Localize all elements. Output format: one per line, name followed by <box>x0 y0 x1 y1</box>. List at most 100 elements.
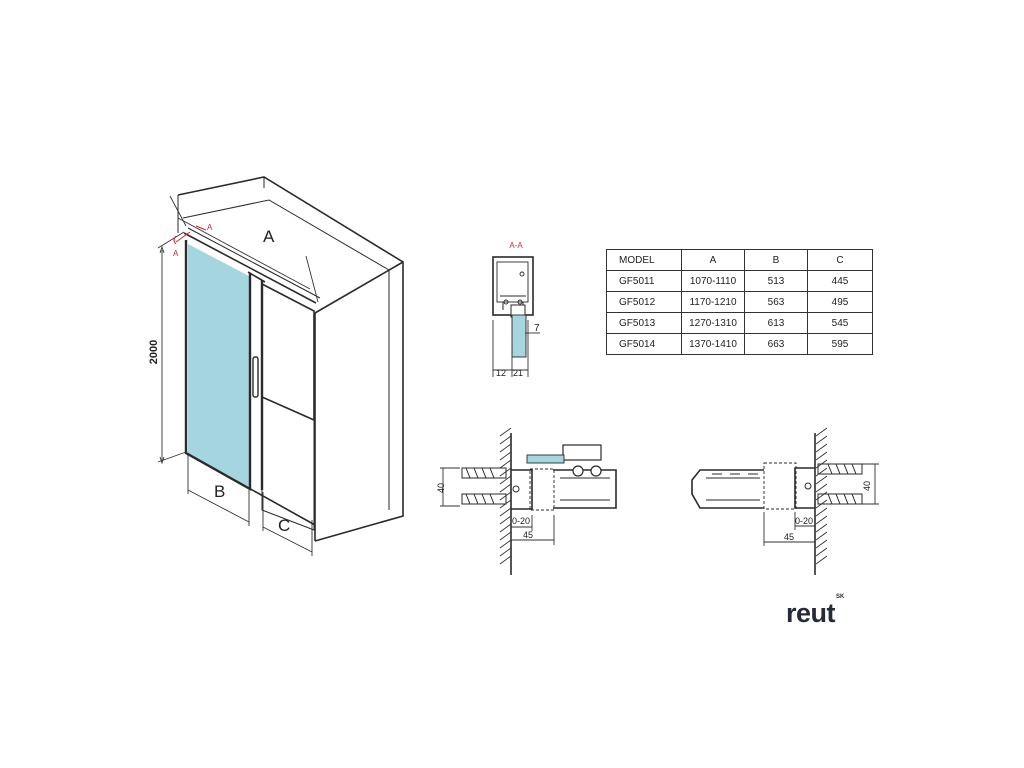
cell-a: 1070-1110 <box>681 270 745 292</box>
wall-hatch-line <box>499 547 512 557</box>
panel-frame-inner-right <box>706 477 760 501</box>
section-aa-view: A-A 7 12 21 <box>492 241 540 378</box>
wall-hatch-line <box>499 427 512 437</box>
anchor-ribs-left <box>465 467 495 505</box>
wall-hatch-line <box>815 443 828 453</box>
cell-c: 545 <box>807 312 873 334</box>
cell-a: 1170-1210 <box>681 291 745 313</box>
cell-a: 1270-1310 <box>681 312 745 334</box>
section-glass <box>511 314 527 358</box>
wall-detail-right: 40 0-20 45 <box>691 427 879 575</box>
header-a: A <box>681 249 745 271</box>
wall-hatch-line <box>815 475 828 485</box>
floor-line <box>185 452 316 526</box>
sliding-door-glass <box>188 244 249 487</box>
dim-c-label: C <box>278 516 290 535</box>
wall-hatch-line <box>499 475 512 485</box>
cell-a: 1370-1410 <box>681 333 745 355</box>
wall-hatch-line <box>499 539 512 549</box>
dim-b-label: B <box>214 482 225 501</box>
height-dimension-arrows <box>159 245 165 465</box>
wall-profile-left <box>511 469 533 510</box>
top-rail-upper <box>187 227 321 299</box>
wall-hatch-line <box>815 523 828 533</box>
adjust-zone-right <box>763 462 797 510</box>
wall-hatch-line <box>499 555 512 565</box>
panel-frame-left <box>553 469 617 509</box>
door-handle-icon <box>252 356 259 398</box>
wall-hatch-line <box>815 451 828 461</box>
profile-inner <box>496 261 529 303</box>
header-c: C <box>807 249 873 271</box>
wall-hatch-line <box>815 555 828 565</box>
logo-text: reut <box>786 598 836 628</box>
section-marker-line <box>175 225 207 243</box>
cell-c: 495 <box>807 291 873 313</box>
anchor-ribs-right <box>827 463 857 505</box>
depth-dim-right <box>763 512 815 546</box>
height-label-left: 40 <box>436 483 446 493</box>
panel-frame-right <box>691 469 764 509</box>
brand-logo: reutSK <box>786 594 844 629</box>
wall-hatch-line <box>815 547 828 557</box>
dim-c-lines <box>262 492 313 556</box>
fixed-panel-outline <box>261 282 315 422</box>
wall-anchors-left <box>461 467 507 505</box>
wall-hatch-line <box>499 507 512 517</box>
logo-suffix: SK <box>836 594 845 600</box>
wall-hatch-line <box>815 539 828 549</box>
wall-hatch-line <box>499 459 512 469</box>
adjust-label-right: 0-20 <box>795 516 813 526</box>
section-title: A-A <box>509 241 523 250</box>
left-dim-label: 12 <box>496 368 506 378</box>
top-rail <box>183 232 317 304</box>
section-marker-label: A <box>207 223 213 232</box>
cell-model: GF5012 <box>606 291 682 313</box>
inner-wall-edge <box>182 199 390 510</box>
table-row: GF5014 1370-1410 663 595 <box>606 333 873 355</box>
wall-profile-right <box>794 467 815 509</box>
wall-hatch-line <box>815 467 828 477</box>
cell-model: GF5011 <box>606 270 682 292</box>
cell-c: 445 <box>807 270 873 292</box>
wall-hatch-line <box>499 531 512 541</box>
height-dim-right <box>862 463 879 505</box>
door-overlap <box>247 271 266 283</box>
wall-hatch-line <box>499 483 512 493</box>
depth-label-right: 45 <box>784 532 794 542</box>
table-row: GF5012 1170-1210 563 495 <box>606 291 873 313</box>
wall-hatch-line <box>499 515 512 525</box>
cell-model: GF5014 <box>606 333 682 355</box>
panel-frame-inner-left <box>560 477 610 501</box>
adjust-label-left: 0-20 <box>512 516 530 526</box>
cell-b: 563 <box>744 291 808 313</box>
adjust-zone-left <box>529 468 555 511</box>
shower-iso-view: A B C 2000 A A <box>148 176 404 556</box>
wall-hatch-line <box>499 435 512 445</box>
section-dim-lines <box>492 320 529 377</box>
right-dim-label: 21 <box>513 368 523 378</box>
wall-hatch-line <box>499 523 512 533</box>
spec-table: MODEL A B C GF5011 1070-1110 513 445 GF5… <box>606 249 873 355</box>
roller-left-icon <box>503 299 509 305</box>
gap-dim-label: 7 <box>534 323 540 334</box>
wall-hatch-line <box>815 531 828 541</box>
table-row: GF5013 1270-1310 613 545 <box>606 312 873 334</box>
cell-model: GF5013 <box>606 312 682 334</box>
roller-b-icon <box>590 465 602 477</box>
screw-left-icon <box>512 485 520 493</box>
roller-block-left <box>562 444 602 461</box>
table-row: GF5011 1070-1110 513 445 <box>606 270 873 292</box>
glass-top-left <box>526 454 565 464</box>
dim-a-label: A <box>263 227 275 246</box>
header-b: B <box>744 249 808 271</box>
height-label: 2000 <box>148 340 160 364</box>
depth-label-left: 45 <box>523 530 533 540</box>
roller-right-icon <box>517 299 523 305</box>
wall-hatch-line <box>499 443 512 453</box>
cell-b: 663 <box>744 333 808 355</box>
cell-c: 595 <box>807 333 873 355</box>
wall-hatch-line <box>815 427 828 437</box>
screw-right-icon <box>804 482 812 490</box>
